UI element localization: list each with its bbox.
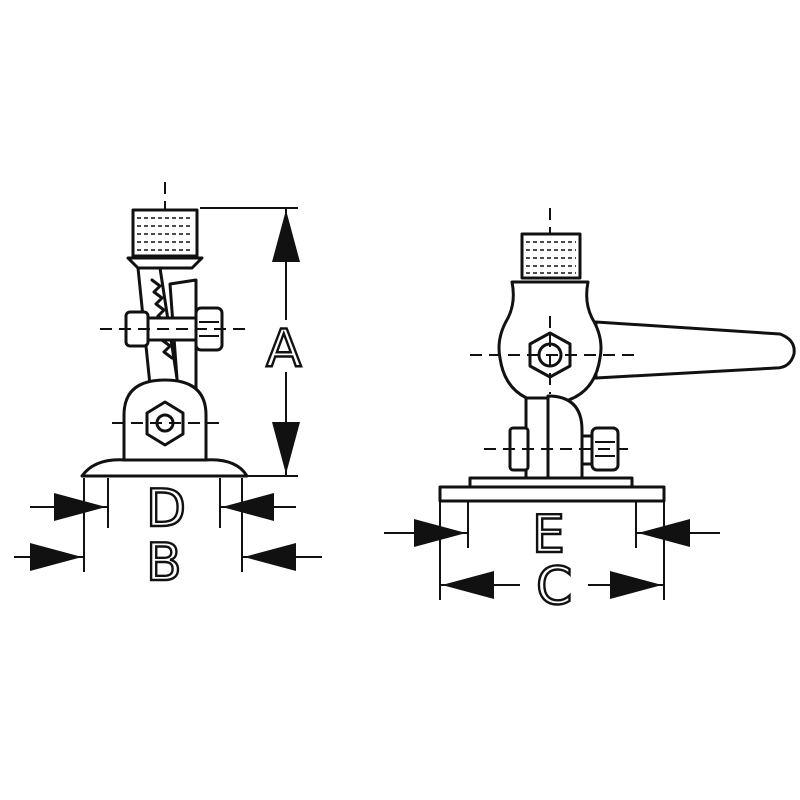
dimension-b: B — [14, 478, 322, 594]
side-view — [80, 182, 249, 478]
side-base-foot — [80, 458, 249, 478]
front-base-plate — [438, 485, 666, 503]
side-threaded-stud — [131, 208, 199, 258]
dimension-a-arrow-top — [272, 210, 300, 262]
dimension-c: C — [439, 502, 665, 618]
dimension-b-label: B — [146, 533, 182, 593]
dimension-b-arrow-left — [30, 543, 82, 571]
dimension-d-arrow-left — [54, 493, 106, 521]
front-knuckle — [546, 394, 584, 482]
front-threaded-stud — [520, 232, 582, 280]
dimension-c-arrow-right — [610, 571, 662, 599]
dimension-a-label: A — [266, 319, 302, 379]
dimension-a: A — [200, 207, 303, 477]
side-knuckle-nut — [145, 400, 185, 447]
dimension-e-label: E — [532, 505, 565, 565]
dimension-b-arrow-right — [244, 543, 296, 571]
dimension-c-arrow-left — [442, 571, 494, 599]
dimension-a-arrow-bottom — [272, 422, 300, 474]
dimension-d: D — [30, 478, 296, 540]
front-view — [438, 208, 796, 503]
dimension-d-label: D — [146, 479, 186, 539]
side-bolt-shank — [146, 316, 198, 342]
dimension-d-arrow-right — [222, 493, 274, 521]
dimension-c-label: C — [536, 557, 572, 617]
dimension-e: E — [384, 502, 720, 566]
side-collar — [126, 256, 204, 270]
front-lever-handle — [594, 320, 796, 380]
